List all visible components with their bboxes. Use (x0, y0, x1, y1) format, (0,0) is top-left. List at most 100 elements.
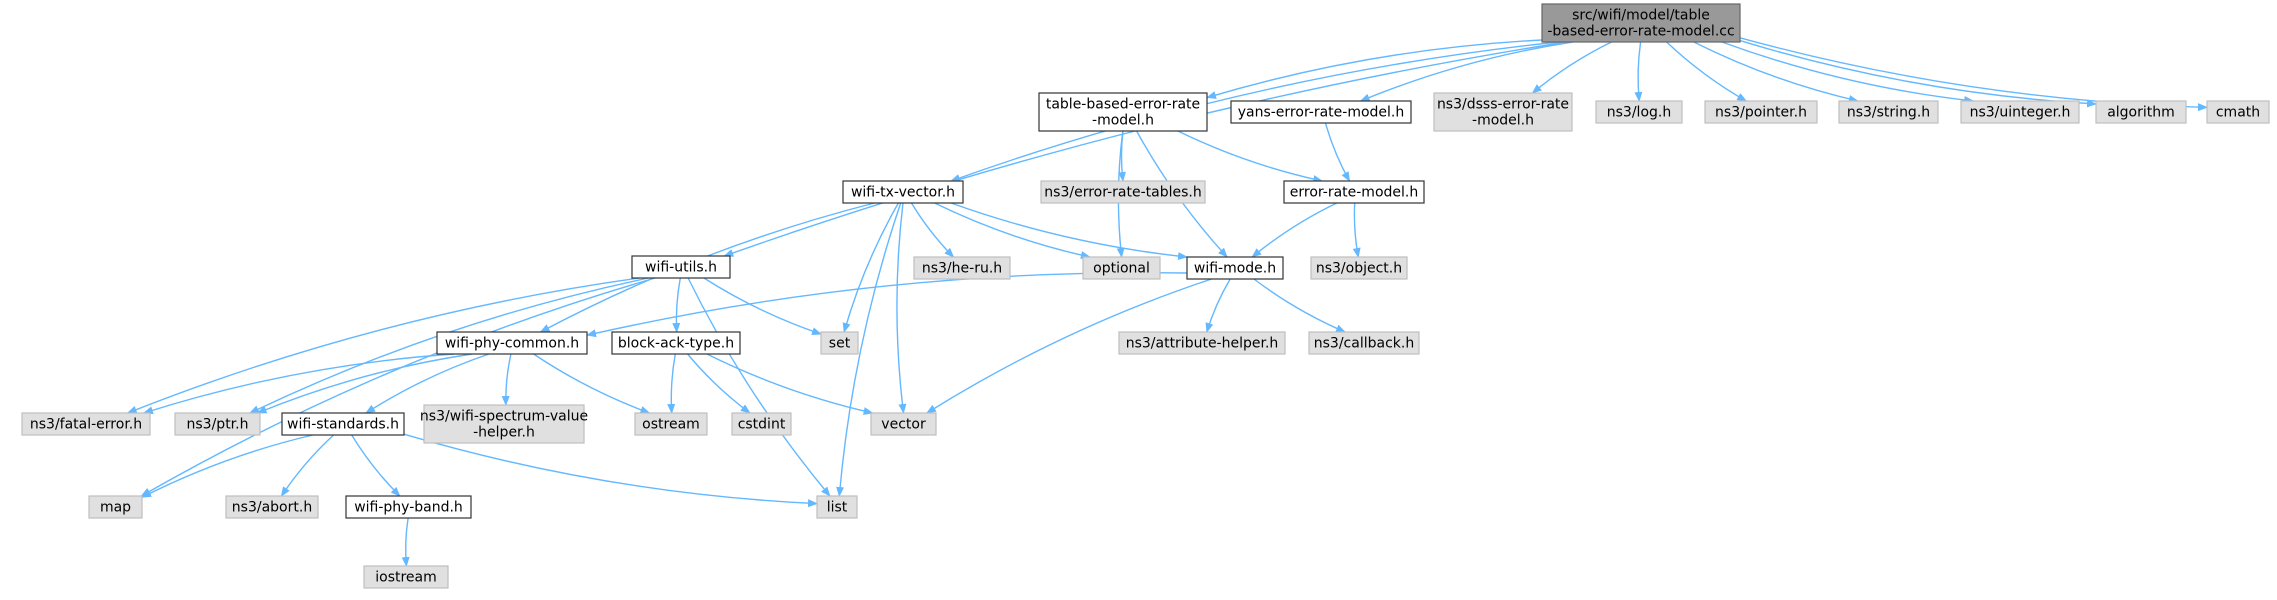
edge-table-based-to-error-rate-model (1177, 130, 1324, 184)
edge-table-based-to-error-rate-tables (1117, 130, 1126, 182)
node-object: ns3/object.h (1310, 256, 1408, 280)
node-algorithm: algorithm (2095, 100, 2187, 124)
node-layer: src/wifi/model/table-based-error-rate-mo… (21, 3, 2270, 589)
edge-wifi-utils-to-list (687, 277, 831, 497)
node-dsss: ns3/dsss-error-rate-model.h (1433, 92, 1573, 132)
node-fatal-error: ns3/fatal-error.h (21, 412, 151, 436)
edge-root-to-pointer (1666, 41, 1748, 102)
node-box (1595, 100, 1683, 124)
node-box (2095, 100, 2187, 124)
node-wifi-standards[interactable]: wifi-standards.h (281, 412, 405, 436)
node-label: -helper.h (473, 425, 535, 441)
node-wifi-mode[interactable]: wifi-mode.h (1186, 256, 1284, 280)
edge-wifi-tx-vector-to-list (836, 202, 902, 497)
node-box (363, 565, 449, 589)
node-uinteger: ns3/uinteger.h (1960, 100, 2080, 124)
edge-root-to-dsss (1531, 41, 1612, 94)
node-box (731, 412, 792, 436)
edge-wifi-phy-common-to-fatal-error (142, 353, 455, 415)
node-label: ns3/log.h (1607, 105, 1671, 121)
edge-root-to-table-based (1206, 39, 1543, 99)
edge-wifi-mode-to-vector (926, 278, 1212, 414)
node-wifi-tx-vector[interactable]: wifi-tx-vector.h (842, 180, 964, 204)
node-box (1704, 100, 1818, 124)
node-box (816, 495, 858, 519)
node-label: ns3/dsss-error-rate (1437, 97, 1569, 113)
node-label: wifi-tx-vector.h (851, 185, 955, 201)
node-table-based[interactable]: table-based-error-rate-model.h (1038, 92, 1208, 132)
node-label: ns3/pointer.h (1715, 105, 1807, 121)
edge-wifi-standards-to-wifi-phy-band (351, 434, 401, 497)
node-box (21, 412, 151, 436)
node-box (436, 331, 588, 355)
node-block-ack-type[interactable]: block-ack-type.h (611, 331, 741, 355)
edge-wifi-standards-to-abort (280, 434, 335, 497)
node-box (820, 331, 859, 355)
node-label: optional (1093, 261, 1150, 277)
node-box (842, 180, 964, 204)
node-label: ns3/string.h (1847, 105, 1930, 121)
edge-block-ack-type-to-ostream (667, 353, 676, 414)
edge-wifi-tx-vector-to-vector (896, 202, 907, 414)
node-label: wifi-utils.h (645, 260, 717, 276)
node-box (281, 412, 405, 436)
edge-wifi-phy-band-to-iostream (401, 517, 410, 567)
node-box (1040, 180, 1206, 204)
node-label: ns3/fatal-error.h (30, 417, 142, 433)
node-box (1118, 331, 1286, 355)
node-ptr: ns3/ptr.h (174, 412, 261, 436)
node-box (1038, 92, 1208, 132)
node-box (1186, 256, 1284, 280)
edge-root-to-string (1693, 41, 1859, 103)
node-label: wifi-phy-common.h (445, 336, 579, 352)
edge-wifi-standards-to-list (403, 433, 818, 508)
edge-wifi-tx-vector-to-set (842, 202, 900, 333)
node-label: map (100, 500, 131, 516)
node-label: algorithm (2107, 105, 2175, 121)
node-label: set (829, 336, 851, 352)
edge-root-to-cmath (1739, 37, 2208, 112)
node-label: ostream (642, 417, 700, 433)
node-label: cmath (2216, 105, 2260, 121)
node-wifi-utils[interactable]: wifi-utils.h (631, 255, 731, 279)
node-spectrum-value: ns3/wifi-spectrum-value-helper.h (420, 404, 588, 444)
node-box (345, 495, 472, 519)
node-map: map (88, 495, 143, 519)
node-pointer: ns3/pointer.h (1704, 100, 1818, 124)
node-wifi-phy-common[interactable]: wifi-phy-common.h (436, 331, 588, 355)
node-box (611, 331, 741, 355)
node-iostream: iostream (363, 565, 449, 589)
edge-block-ack-type-to-cstdint (687, 353, 751, 414)
edge-wifi-phy-common-to-ptr (256, 353, 473, 414)
edge-wifi-utils-to-set (703, 277, 822, 335)
node-box (634, 412, 708, 436)
node-callback: ns3/callback.h (1308, 331, 1420, 355)
node-box (631, 255, 731, 279)
node-box (1310, 256, 1408, 280)
node-yans[interactable]: yans-error-rate-model.h (1230, 100, 1412, 124)
node-label: ns3/wifi-spectrum-value (420, 409, 588, 425)
node-label: ns3/ptr.h (187, 417, 249, 433)
node-box (1230, 100, 1412, 124)
node-wifi-phy-band[interactable]: wifi-phy-band.h (345, 495, 472, 519)
node-label: ns3/error-rate-tables.h (1044, 185, 1201, 201)
node-label: ns3/object.h (1316, 261, 1402, 277)
node-box (1960, 100, 2080, 124)
edge-wifi-phy-common-to-spectrum-value (501, 353, 512, 406)
edge-wifi-mode-to-attribute-helper (1205, 278, 1231, 333)
node-label: ns3/attribute-helper.h (1126, 336, 1279, 352)
edge-error-rate-model-to-wifi-mode (1251, 202, 1338, 258)
node-label: -model.h (1472, 113, 1534, 129)
node-label: wifi-mode.h (1194, 261, 1276, 277)
edge-root-to-log (1634, 41, 1643, 102)
node-label: src/wifi/model/table (1572, 8, 1710, 24)
node-label: vector (881, 417, 926, 433)
node-cstdint: cstdint (731, 412, 792, 436)
node-label: wifi-phy-band.h (354, 500, 463, 516)
node-vector: vector (870, 412, 937, 436)
node-box (88, 495, 143, 519)
node-box (1308, 331, 1420, 355)
node-error-rate-model[interactable]: error-rate-model.h (1283, 180, 1425, 204)
node-root[interactable]: src/wifi/model/table-based-error-rate-mo… (1541, 3, 1741, 43)
